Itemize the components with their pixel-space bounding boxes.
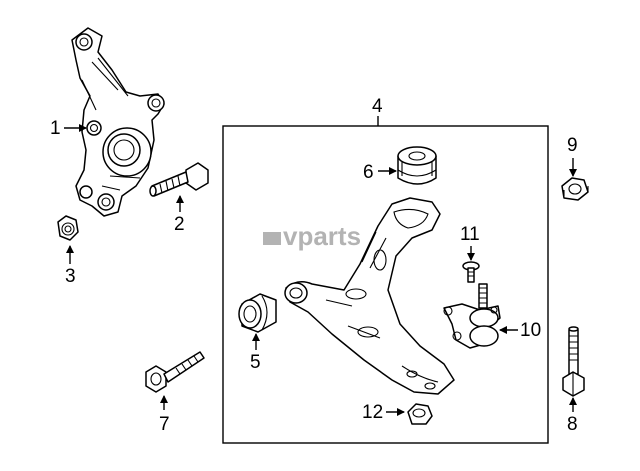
callout-1[interactable]: 1	[50, 118, 87, 139]
bolt-11-part[interactable]	[462, 261, 480, 283]
callout-label-11: 11	[460, 224, 480, 245]
callout-label-7: 7	[159, 414, 170, 435]
callout-label-3: 3	[65, 266, 76, 287]
callout-label-9: 9	[567, 135, 578, 156]
assembly-box	[222, 125, 549, 444]
callout-label-4: 4	[372, 96, 383, 117]
callout-12[interactable]: 12	[362, 402, 405, 423]
callout-7[interactable]: 7	[159, 395, 170, 435]
callout-3[interactable]: 3	[65, 245, 76, 287]
watermark-logo: vparts	[263, 221, 361, 251]
nut-3-part[interactable]	[57, 215, 79, 241]
callout-5[interactable]: 5	[250, 333, 261, 373]
callout-4[interactable]: 4	[372, 96, 383, 126]
bushing-6-part[interactable]	[397, 146, 437, 185]
nut-9-part[interactable]	[561, 177, 589, 201]
callout-label-2: 2	[174, 214, 185, 235]
bolt-7-part[interactable]	[145, 351, 205, 393]
callout-6[interactable]: 6	[363, 162, 397, 183]
steering-knuckle-part[interactable]	[71, 27, 165, 217]
callout-11[interactable]: 11	[460, 224, 480, 261]
callout-label-6: 6	[363, 162, 374, 183]
bushing-5-part[interactable]	[238, 293, 277, 333]
callout-9[interactable]: 9	[567, 135, 578, 177]
callout-label-8: 8	[567, 414, 578, 435]
lower-control-arm-part[interactable]	[284, 197, 455, 395]
callout-label-5: 5	[250, 352, 261, 373]
watermark-text: vparts	[283, 221, 361, 251]
callout-2[interactable]: 2	[174, 195, 185, 235]
callout-label-12: 12	[362, 402, 383, 423]
bolt-8-part[interactable]	[562, 326, 585, 397]
nut-12-part[interactable]	[407, 403, 433, 425]
callout-10[interactable]: 10	[499, 320, 541, 341]
ball-joint-part[interactable]	[443, 283, 501, 349]
callout-8[interactable]: 8	[567, 397, 578, 435]
callout-label-10: 10	[520, 320, 541, 341]
callout-label-1: 1	[50, 118, 61, 139]
bolt-2-part[interactable]	[149, 162, 209, 197]
